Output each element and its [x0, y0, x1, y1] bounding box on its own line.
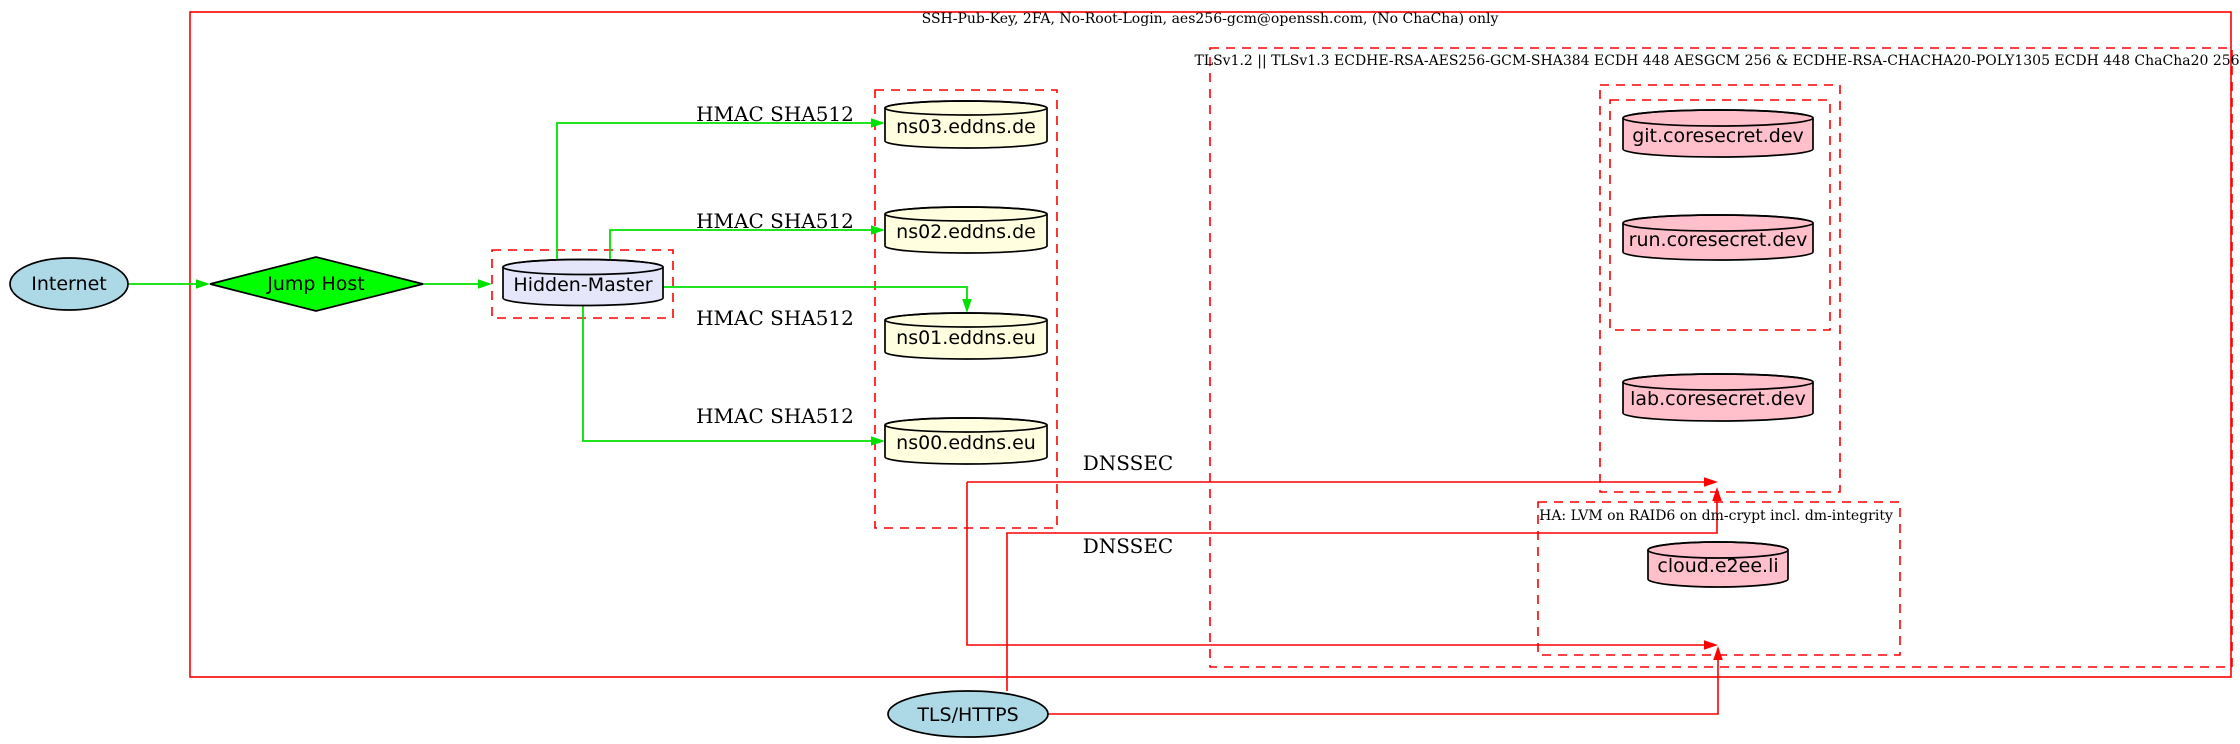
arrowhead-jumphost — [196, 279, 210, 289]
git-node — [1622, 109, 1814, 158]
edge-tlshttps-coresecret — [1006, 500, 1718, 691]
ha-cluster-label: HA: LVM on RAID6 on dm-crypt incl. dm-in… — [1539, 508, 1893, 524]
jump-host-node — [209, 256, 424, 312]
lab-node-label: lab.coresecret.dev — [1630, 388, 1806, 410]
tls-https-node — [887, 690, 1049, 738]
arrowhead-ns00 — [871, 436, 885, 446]
ns01-node-label: ns01.eddns.eu — [896, 327, 1036, 349]
hidden-master-node-label: Hidden-Master — [513, 274, 653, 296]
hidden-master-node — [502, 258, 664, 307]
edge-tlshttps-ha — [1048, 659, 1719, 715]
hmac-sha512-label-ns01: HMAC SHA512 — [696, 306, 854, 330]
tls-edges — [966, 481, 1719, 715]
arrowhead-ha — [1713, 646, 1723, 660]
arrowhead-hiddenmaster — [478, 279, 492, 289]
arrowhead-ns01 — [962, 299, 972, 313]
ns03-node — [884, 100, 1048, 149]
ns00-node-label: ns00.eddns.eu — [896, 432, 1036, 454]
run-node — [1622, 214, 1814, 261]
ns02-node-label: ns02.eddns.de — [896, 221, 1036, 243]
edge-hiddenmaster-ns02 — [609, 229, 871, 262]
tls-https-node-label: TLS/HTTPS — [917, 704, 1019, 726]
ns00-node — [884, 417, 1048, 465]
ns03-node-label: ns03.eddns.de — [896, 116, 1036, 138]
dnssec-label-lower: DNSSEC — [1082, 534, 1174, 558]
tls-cluster-label: TLSv1.2 || TLSv1.3 ECDHE-RSA-AES256-GCM-… — [1194, 53, 2240, 69]
dnssec-label-upper: DNSSEC — [1082, 451, 1174, 475]
tls-cluster-box — [1209, 47, 2233, 668]
git-node-label: git.coresecret.dev — [1632, 125, 1804, 147]
run-node-label: run.coresecret.dev — [1628, 229, 1808, 251]
internet-node-label: Internet — [31, 273, 107, 295]
ssh-cluster-label: SSH-Pub-Key, 2FA, No-Root-Login, aes256-… — [921, 11, 1499, 27]
cloud-node-label: cloud.e2ee.li — [1657, 555, 1779, 577]
coresecret-cluster-box — [1599, 84, 1841, 493]
ssh-edges — [128, 122, 968, 442]
arrowhead-dnssec-upper — [1704, 477, 1718, 487]
edge-hiddenmaster-ns01 — [663, 286, 968, 299]
ns01-node — [884, 312, 1048, 360]
edge-hiddenmaster-ns03 — [556, 122, 871, 262]
coresecret-inner-cluster-box — [1609, 99, 1831, 331]
arrowhead-dnssec-lower — [1704, 640, 1718, 650]
ssh-cluster-box — [189, 11, 2232, 678]
internet-node — [9, 257, 129, 311]
hmac-sha512-label-ns03: HMAC SHA512 — [696, 102, 854, 126]
arrowhead-ns02 — [871, 225, 885, 235]
lab-node — [1622, 373, 1814, 422]
hmac-sha512-label-ns02: HMAC SHA512 — [696, 209, 854, 233]
ns02-node — [884, 206, 1048, 254]
jump-host-node-label: Jump Host — [267, 273, 365, 295]
tls-edge-arrowheads — [1704, 477, 1723, 660]
edge-hiddenmaster-ns00 — [582, 300, 871, 442]
ssh-edge-arrowheads — [196, 118, 972, 446]
cloud-node — [1647, 541, 1789, 588]
arrowhead-coresecret — [1712, 487, 1722, 501]
eddns-cluster-box — [874, 89, 1058, 529]
edge-dnssec-lower — [966, 482, 1705, 646]
hmac-sha512-label-ns00: HMAC SHA512 — [696, 404, 854, 428]
arrowhead-ns03 — [871, 118, 885, 128]
